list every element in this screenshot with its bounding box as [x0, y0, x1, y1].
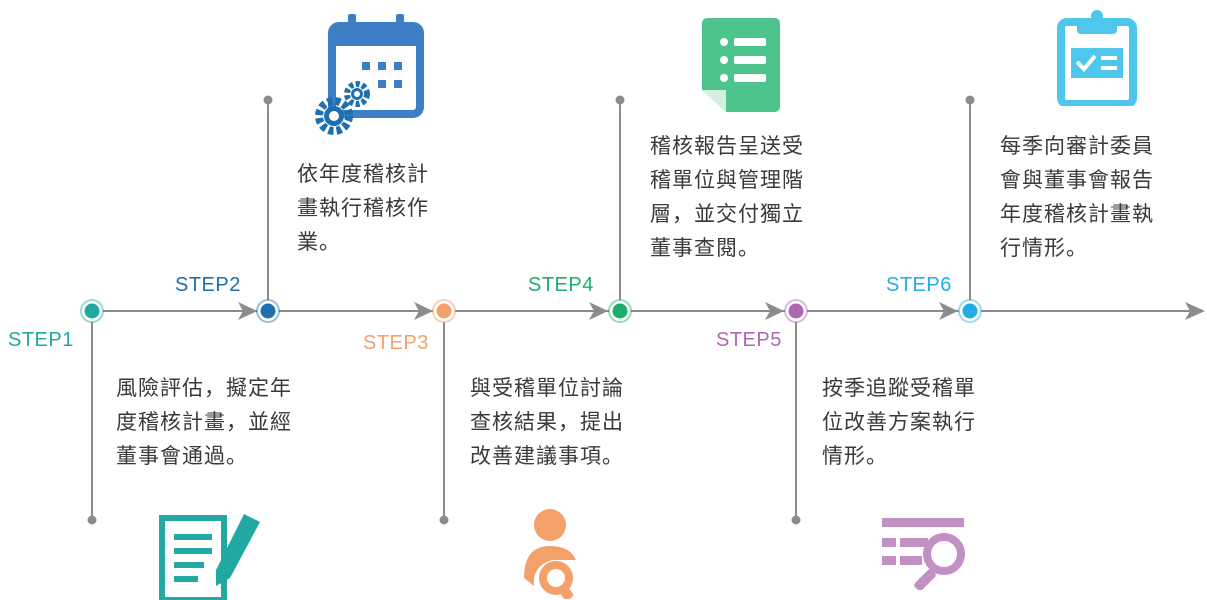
- arrow-icon: [589, 302, 608, 320]
- connector-end-dot: [615, 95, 625, 105]
- step2-node: [256, 299, 280, 323]
- step4-label: STEP4: [528, 274, 594, 296]
- arrow-icon: [939, 302, 958, 320]
- user-search-icon: [524, 509, 576, 599]
- step2-label: STEP2: [175, 274, 241, 296]
- connector-end-dot: [263, 95, 273, 105]
- step4-node: [608, 299, 632, 323]
- step1-description: 風險評估，擬定年 度稽核計畫，並經 董事會通過。: [116, 376, 292, 468]
- step1-node: [80, 299, 104, 323]
- step6-node: [958, 299, 982, 323]
- connector-end-dot: [965, 95, 975, 105]
- step1-label: STEP1: [8, 329, 74, 351]
- document-edit-icon: [159, 514, 260, 600]
- step5-label: STEP5: [716, 329, 782, 351]
- list-search-icon: [882, 518, 965, 590]
- step5-node: [784, 299, 808, 323]
- connector-end-dot: [439, 515, 449, 525]
- step3-label: STEP3: [363, 332, 429, 354]
- step5-description: 按季追蹤受稽單 位改善方案執行 情形。: [822, 376, 976, 468]
- report-list-icon: [702, 18, 780, 112]
- arrow-icon: [414, 302, 433, 320]
- arrow-icon: [238, 302, 257, 320]
- step6-label: STEP6: [886, 274, 952, 296]
- clipboard-check-icon: [1057, 10, 1137, 106]
- connector-end-dot: [87, 515, 97, 525]
- step2-description: 依年度稽核計 畫執行稽核作 業。: [297, 162, 429, 254]
- step3-description: 與受稽單位討論 查核結果，提出 改善建議事項。: [470, 376, 624, 468]
- step6-description: 每季向審計委員 會與董事會報告 年度稽核計畫執 行情形。: [1000, 134, 1154, 260]
- step3-node: [432, 299, 456, 323]
- calendar-gear-icon: [315, 14, 424, 135]
- step4-description: 稽核報告呈送受 稽單位與管理階 層，並交付獨立 董事查閱。: [650, 134, 804, 260]
- timeline-end-arrow-icon: [1185, 302, 1205, 320]
- connector-end-dot: [791, 515, 801, 525]
- arrow-icon: [765, 302, 784, 320]
